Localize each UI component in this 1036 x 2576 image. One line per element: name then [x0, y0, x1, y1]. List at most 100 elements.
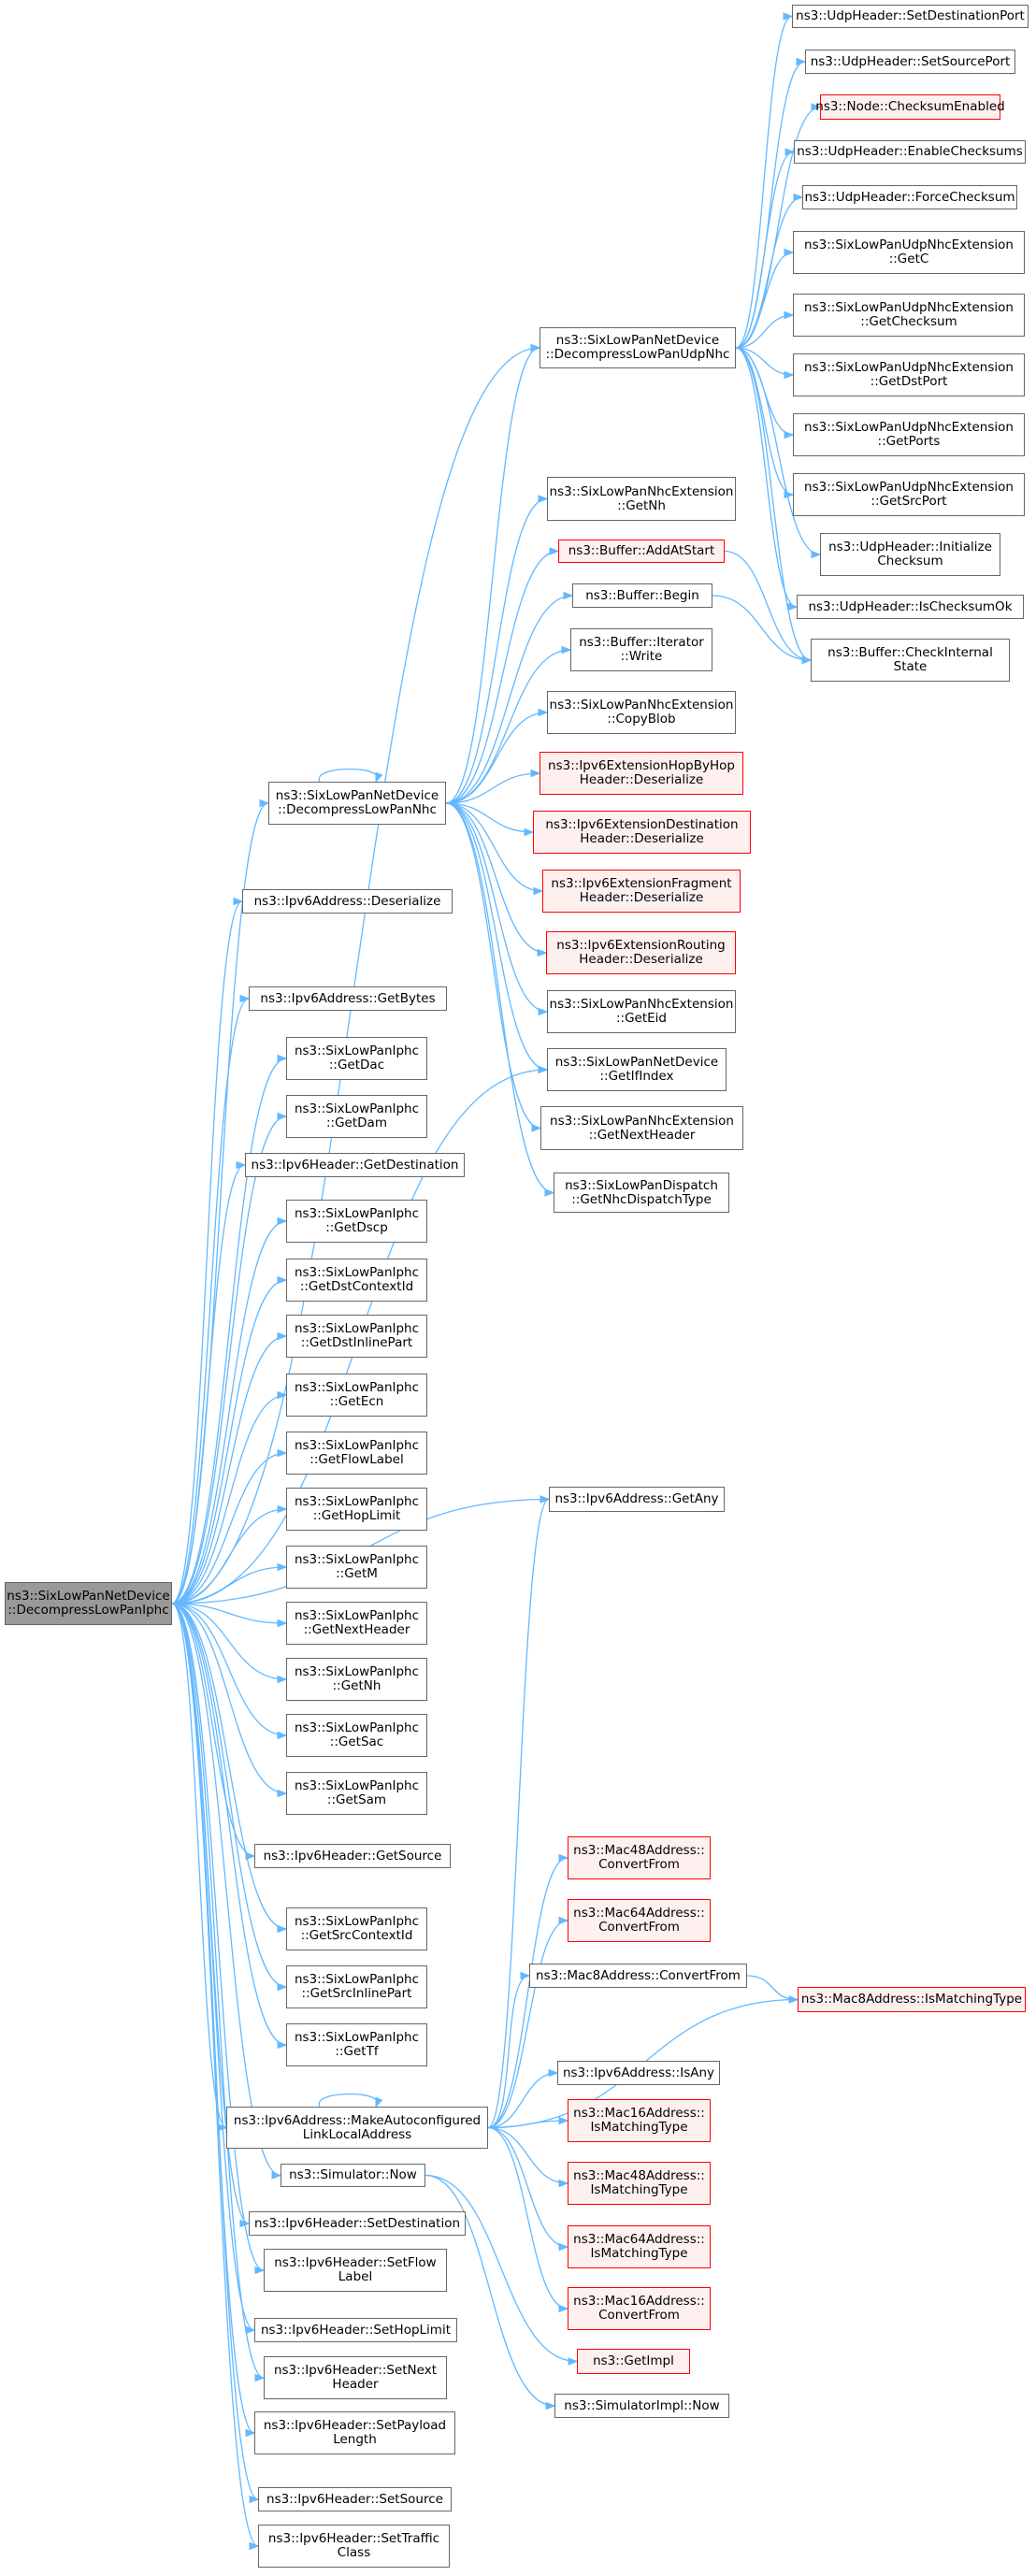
node-m48-conv[interactable]: ns3::Mac48Address::ConvertFrom	[568, 1836, 711, 1879]
node-x-getsrc[interactable]: ns3::SixLowPanUdpNhcExtension::GetSrcPor…	[793, 473, 1025, 516]
edge	[424, 2174, 578, 2363]
node-label-line: ::GetPorts	[877, 434, 941, 449]
edge	[445, 772, 540, 804]
edge-arrowhead	[537, 948, 548, 957]
node-m64-match[interactable]: ns3::Mac64Address::IsMatchingType	[568, 2225, 711, 2268]
edge	[724, 550, 812, 661]
node-dnhc[interactable]: ns3::SixLowPanNetDevice::DecompressLowPa…	[268, 782, 446, 825]
node-i-getecn[interactable]: ns3::SixLowPanIphc::GetEcn	[286, 1374, 427, 1417]
node-a-getbytes[interactable]: ns3::Ipv6Address::GetBytes	[249, 986, 447, 1011]
node-h-sethop[interactable]: ns3::Ipv6Header::SetHopLimit	[254, 2318, 457, 2342]
node-u-enable[interactable]: ns3::UdpHeader::EnableChecksums	[794, 140, 1026, 164]
node-m16-conv[interactable]: ns3::Mac16Address::ConvertFrom	[568, 2287, 711, 2330]
node-i-getflow[interactable]: ns3::SixLowPanIphc::GetFlowLabel	[286, 1432, 427, 1475]
node-h-setdst[interactable]: ns3::Ipv6Header::SetDestination	[249, 2211, 466, 2236]
node-i-getm[interactable]: ns3::SixLowPanIphc::GetM	[286, 1546, 427, 1589]
node-root[interactable]: ns3::SixLowPanNetDevice::DecompressLowPa…	[5, 1582, 172, 1625]
node-label-line: ns3::Mac16Address::	[573, 2294, 705, 2309]
edge-arrowhead	[233, 897, 244, 906]
node-i-getdstinl[interactable]: ns3::SixLowPanIphc::GetDstInlinePart	[286, 1315, 427, 1358]
node-label-line: ns3::UdpHeader::IsChecksumOk	[808, 598, 1013, 614]
node-m8-conv[interactable]: ns3::Mac8Address::ConvertFrom	[529, 1964, 747, 1988]
node-label-line: ::GetDstInlinePart	[300, 1335, 413, 1350]
node-i-getsrcinl[interactable]: ns3::SixLowPanIphc::GetSrcInlinePart	[286, 1965, 427, 2008]
edge	[735, 15, 793, 349]
node-getimpl[interactable]: ns3::GetImpl	[577, 2349, 690, 2374]
node-a-deser[interactable]: ns3::Ipv6Address::Deserialize	[242, 889, 453, 914]
node-i-getdscp[interactable]: ns3::SixLowPanIphc::GetDscp	[286, 1200, 427, 1243]
node-dudp[interactable]: ns3::SixLowPanNetDevice::DecompressLowPa…	[540, 327, 736, 368]
node-label-line: IsMatchingType	[590, 2120, 688, 2135]
node-i-gettf[interactable]: ns3::SixLowPanIphc::GetTf	[286, 2023, 427, 2066]
node-simimpl-now[interactable]: ns3::SimulatorImpl::Now	[554, 2394, 729, 2418]
edge-arrowhead	[558, 2304, 569, 2313]
node-label-line: ns3::SixLowPanIphc	[294, 1206, 420, 1221]
node-u-setsrc[interactable]: ns3::UdpHeader::SetSourcePort	[805, 50, 1015, 74]
node-sim-now[interactable]: ns3::Simulator::Now	[281, 2164, 425, 2187]
node-label-line: ::GetEcn	[329, 1394, 384, 1409]
edge-arrowhead	[788, 1995, 799, 2004]
node-i-getdstctx[interactable]: ns3::SixLowPanIphc::GetDstContextId	[286, 1259, 427, 1302]
node-label-line: ns3::Ipv6Address::GetBytes	[260, 990, 436, 1006]
node-b-begin[interactable]: ns3::Buffer::Begin	[572, 583, 712, 608]
node-label-line: ::GetSam	[326, 1792, 387, 1807]
node-i-getsam[interactable]: ns3::SixLowPanIphc::GetSam	[286, 1772, 427, 1815]
node-i-gethop[interactable]: ns3::SixLowPanIphc::GetHopLimit	[286, 1488, 427, 1531]
node-i-getnext[interactable]: ns3::SixLowPanIphc::GetNextHeader	[286, 1602, 427, 1645]
node-label-line: ns3::SixLowPanUdpNhcExtension	[804, 420, 1014, 435]
node-m16-match[interactable]: ns3::Mac16Address::IsMatchingType	[568, 2099, 711, 2142]
edge	[171, 1603, 265, 2271]
node-u-isok[interactable]: ns3::UdpHeader::IsChecksumOk	[797, 595, 1024, 619]
node-a-isany[interactable]: ns3::Ipv6Address::IsAny	[557, 2061, 720, 2085]
node-i-getdam[interactable]: ns3::SixLowPanIphc::GetDam	[286, 1095, 427, 1138]
node-b-addstart[interactable]: ns3::Buffer::AddAtStart	[558, 540, 725, 563]
node-label-line: ::GetNextHeader	[588, 1127, 696, 1143]
node-b-write[interactable]: ns3::Buffer::Iterator::Write	[570, 628, 712, 671]
node-n-getnh[interactable]: ns3::SixLowPanNhcExtension::GetNh	[547, 477, 736, 521]
edge	[735, 347, 794, 376]
edge	[171, 347, 540, 1605]
node-x-getc[interactable]: ns3::SixLowPanUdpNhcExtension::GetC	[793, 231, 1025, 274]
node-n-copy[interactable]: ns3::SixLowPanNhcExtension::CopyBlob	[547, 691, 736, 734]
node-u-force[interactable]: ns3::UdpHeader::ForceChecksum	[802, 185, 1017, 209]
node-h-setsrc[interactable]: ns3::Ipv6Header::SetSource	[258, 2487, 452, 2511]
node-m48-match[interactable]: ns3::Mac48Address::IsMatchingType	[568, 2162, 711, 2205]
edge	[445, 802, 554, 1194]
node-node-cks[interactable]: ns3::Node::ChecksumEnabled	[815, 94, 1005, 120]
node-i-getsrcctx[interactable]: ns3::SixLowPanIphc::GetSrcContextId	[286, 1907, 427, 1950]
node-a-getany[interactable]: ns3::Ipv6Address::GetAny	[549, 1487, 725, 1512]
node-x-getcks[interactable]: ns3::SixLowPanUdpNhcExtension::GetChecks…	[793, 294, 1025, 337]
node-n-getnext[interactable]: ns3::SixLowPanNhcExtension::GetNextHeade…	[540, 1106, 743, 1150]
node-label-line: ns3::SixLowPanUdpNhcExtension	[804, 300, 1014, 315]
node-label-line: ns3::SixLowPanUdpNhcExtension	[804, 360, 1014, 375]
node-x-getdst[interactable]: ns3::SixLowPanUdpNhcExtension::GetDstPor…	[793, 353, 1025, 396]
node-i-getsac[interactable]: ns3::SixLowPanIphc::GetSac	[286, 1714, 427, 1757]
node-u-setdst[interactable]: ns3::UdpHeader::SetDestinationPort	[792, 5, 1029, 28]
edge	[171, 1603, 255, 1857]
node-label-line: ns3::SixLowPanIphc	[294, 1321, 420, 1336]
node-h-getsrc[interactable]: ns3::Ipv6Header::GetSource	[254, 1844, 451, 1868]
node-label-line: ns3::Ipv6Header::SetPayload	[263, 2418, 447, 2433]
node-i-getnh[interactable]: ns3::SixLowPanIphc::GetNh	[286, 1658, 427, 1701]
node-h-getdest[interactable]: ns3::Ipv6Header::GetDestination	[245, 1153, 465, 1177]
edge-arrowhead	[784, 148, 796, 156]
edge	[735, 347, 794, 496]
node-m64-conv[interactable]: ns3::Mac64Address::ConvertFrom	[568, 1899, 711, 1942]
node-m8-match[interactable]: ns3::Mac8Address::IsMatchingType	[798, 1987, 1026, 2012]
node-nd-ifidx[interactable]: ns3::SixLowPanNetDevice::GetIfIndex	[547, 1048, 727, 1091]
node-disp-type[interactable]: ns3::SixLowPanDispatch::GetNhcDispatchTy…	[554, 1173, 729, 1213]
node-x-getports[interactable]: ns3::SixLowPanUdpNhcExtension::GetPorts	[793, 413, 1025, 456]
node-i-getdac[interactable]: ns3::SixLowPanIphc::GetDac	[286, 1037, 427, 1080]
node-n-geteid[interactable]: ns3::SixLowPanNhcExtension::GetEid	[547, 990, 736, 1033]
